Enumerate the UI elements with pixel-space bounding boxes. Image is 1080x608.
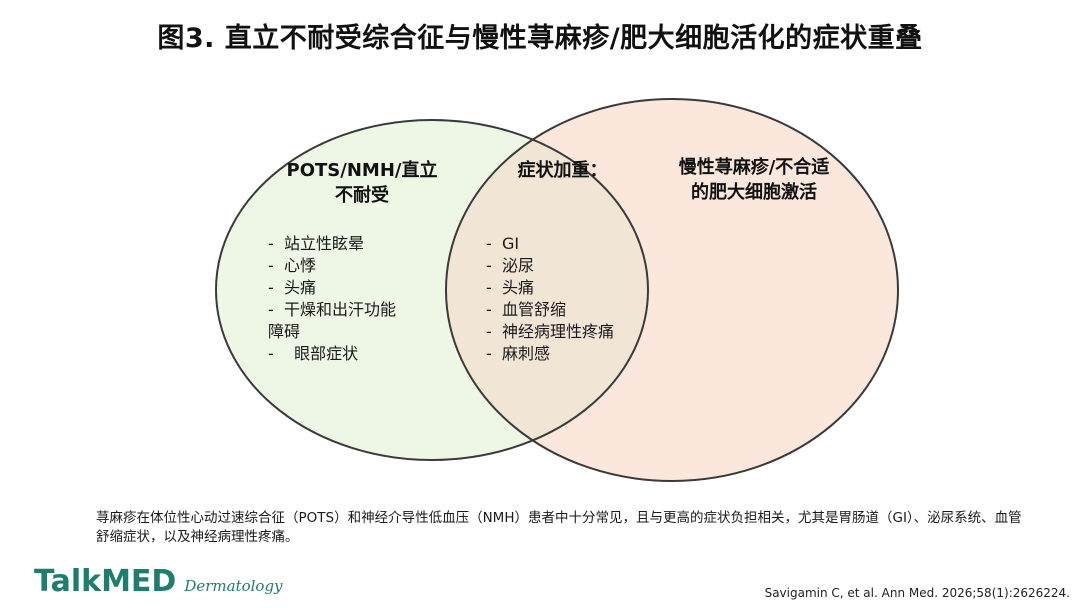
list-item: - 麻刺感 [486, 344, 550, 363]
left-circle-heading: POTS/NMH/直立 不耐受 [262, 158, 462, 208]
citation: Savigamin C, et al. Ann Med. 2026;58(1):… [764, 586, 1070, 600]
left-circle-list: - 站立性眩晕 - 心悸 - 头痛 - 干燥和出汗功能 障碍 - 眼部症状 [268, 233, 453, 365]
list-item: - 泌尿 [486, 256, 534, 275]
logo-sub-text: Dermatology [184, 577, 283, 595]
list-item: - 头痛 [268, 278, 316, 297]
list-item: 障碍 [268, 322, 301, 341]
list-item: - GI [486, 234, 520, 253]
right-circle-outline [445, 98, 899, 482]
list-item: - 站立性眩晕 [268, 234, 364, 253]
list-item: - 眼部症状 [268, 344, 359, 363]
left-circle-outline [215, 119, 649, 461]
list-item: - 心悸 [268, 256, 316, 275]
overlap-region [446, 120, 648, 460]
right-heading-line-1: 慢性荨麻疹/不合适 [678, 157, 830, 178]
slide-title: 图3. 直立不耐受综合征与慢性荨麻疹/肥大细胞活化的症状重叠 [157, 23, 923, 54]
overlap-heading: 症状加重： [517, 160, 608, 181]
figure-caption: 荨麻疹在体位性心动过速综合征（POTS）和神经介导性低血压（NMH）患者中十分常… [96, 510, 1022, 545]
logo-main-text: TalkMED [34, 564, 177, 599]
list-item: - 血管舒缩 [486, 300, 566, 319]
right-heading-line-2: 的肥大细胞激活 [691, 182, 817, 203]
right-circle-heading: 慢性荨麻疹/不合适 的肥大细胞激活 [654, 155, 854, 205]
talkmed-logo: TalkMED Dermatology [34, 564, 283, 599]
overlap-list: - GI - 泌尿 - 头痛 - 血管舒缩 - 神经病理性疼痛 - 麻刺感 [486, 233, 661, 365]
left-heading-line-1: POTS/NMH/直立 [286, 160, 438, 181]
left-heading-line-2: 不耐受 [335, 185, 389, 206]
list-item: - 神经病理性疼痛 [486, 322, 614, 341]
list-item: - 头痛 [486, 278, 534, 297]
list-item: - 干燥和出汗功能 [268, 300, 396, 319]
